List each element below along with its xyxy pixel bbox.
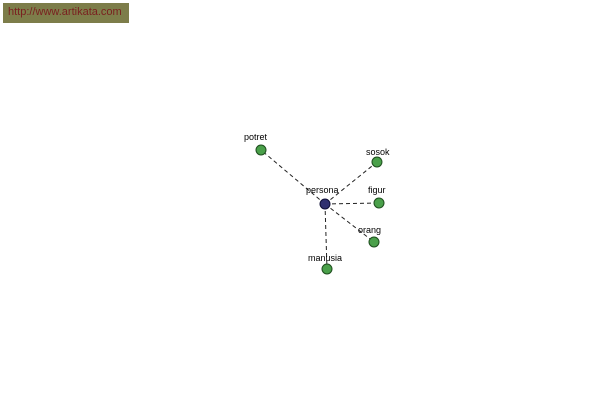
graph-edge-persona-manusia <box>324 203 328 270</box>
graph-node-figur[interactable] <box>373 197 385 209</box>
graph-node-label-figur[interactable]: figur <box>368 185 386 195</box>
graph-node-label-persona[interactable]: persona <box>306 185 339 195</box>
graph-edge-persona-orang <box>324 203 375 243</box>
graph-node-label-manusia[interactable]: manusia <box>308 253 342 263</box>
graph-edge-persona-sosok <box>324 161 378 205</box>
graph-node-sosok[interactable] <box>371 156 383 168</box>
site-url-banner: http://www.artikata.com <box>3 3 129 23</box>
graph-node-label-orang[interactable]: orang <box>358 225 381 235</box>
graph-node-potret[interactable] <box>255 144 267 156</box>
graph-edge-persona-potret <box>260 149 326 205</box>
graph-node-orang[interactable] <box>368 236 380 248</box>
site-url-text: http://www.artikata.com <box>8 6 122 18</box>
graph-node-label-potret[interactable]: potret <box>244 132 268 142</box>
graph-node-manusia[interactable] <box>321 263 333 275</box>
graph-node-label-sosok[interactable]: sosok <box>366 147 390 157</box>
graph-center-node-persona[interactable] <box>319 198 331 210</box>
graph-edge-persona-figur <box>324 202 380 205</box>
